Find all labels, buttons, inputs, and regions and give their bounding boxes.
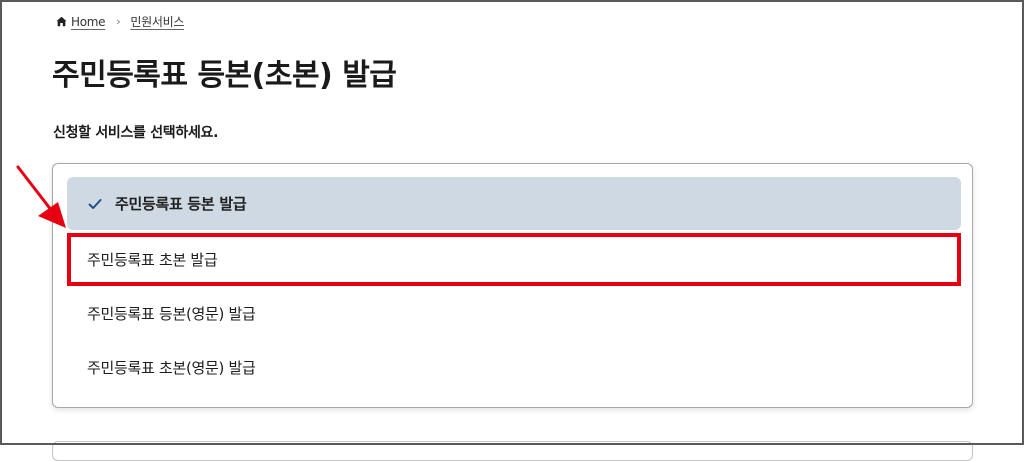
breadcrumb: Home › 민원서비스 bbox=[56, 13, 184, 30]
next-section-card bbox=[52, 441, 973, 461]
chevron-right-icon: › bbox=[116, 15, 121, 28]
service-option-label: 주민등록표 등본 발급 bbox=[115, 195, 247, 213]
home-icon bbox=[56, 16, 67, 27]
service-option-label: 주민등록표 등본(영문) 발급 bbox=[87, 305, 256, 323]
check-icon bbox=[88, 198, 102, 209]
service-option-label: 주민등록표 초본(영문) 발급 bbox=[87, 359, 256, 377]
page-subtitle: 신청할 서비스를 선택하세요. bbox=[53, 125, 219, 141]
page-title: 주민등록표 등본(초본) 발급 bbox=[52, 58, 397, 93]
service-option-label: 주민등록표 초본 발급 bbox=[87, 251, 218, 269]
service-option-resident-abstract-english[interactable]: 주민등록표 초본(영문) 발급 bbox=[67, 341, 961, 394]
breadcrumb-home-link[interactable]: Home bbox=[71, 14, 106, 29]
service-option-resident-copy-english[interactable]: 주민등록표 등본(영문) 발급 bbox=[67, 287, 961, 340]
service-option-list: 주민등록표 등본 발급 주민등록표 초본 발급 주민등록표 등본(영문) 발급 … bbox=[52, 163, 973, 408]
breadcrumb-current-link[interactable]: 민원서비스 bbox=[130, 15, 185, 29]
red-arrow-icon bbox=[16, 165, 66, 228]
service-option-resident-abstract[interactable]: 주민등록표 초본 발급 bbox=[67, 233, 961, 286]
service-option-resident-copy[interactable]: 주민등록표 등본 발급 bbox=[67, 177, 961, 230]
